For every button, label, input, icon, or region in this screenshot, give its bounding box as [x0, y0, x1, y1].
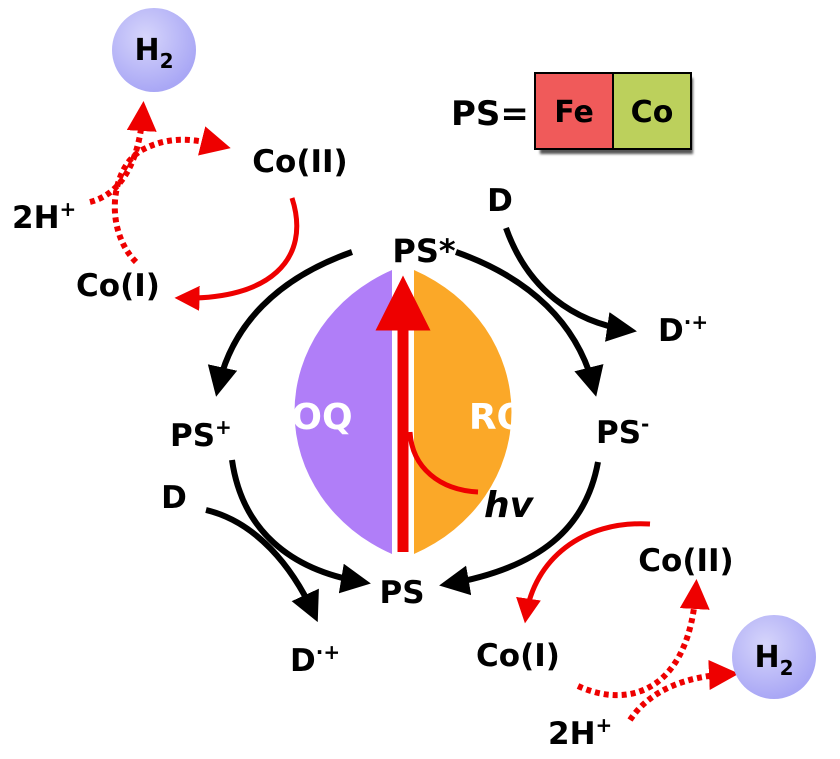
arc-excited-to-reduced [455, 249, 604, 397]
arc-reduced-to-ground [439, 461, 601, 596]
h2-bubble-bottom [732, 615, 816, 699]
legend-fe-label: Fe [554, 95, 594, 130]
bottom-h2-label: H2 [754, 640, 793, 680]
top-h2-label: H2 [134, 33, 173, 73]
top-co2-label: Co(II) [252, 144, 347, 180]
bottom-co2-label: Co(II) [638, 543, 733, 579]
top-protons-label: 2H+ [12, 197, 76, 236]
hv-label: hv [484, 485, 535, 526]
rq-label: RQ [469, 397, 527, 438]
top-dotted-loop [111, 126, 231, 265]
donor-top-arrow [503, 226, 637, 342]
arc-oxidized-to-ground [229, 459, 371, 594]
hv-light-curve [407, 431, 479, 495]
bottom-protons-label: 2H+ [548, 713, 612, 752]
top-dotted-h2-arrow [89, 101, 157, 205]
ps-oxidized-label: PS+ [170, 415, 232, 454]
bottom-dotted-h2-arrow [627, 659, 739, 722]
donor-bottom-oxidized-label: D·+ [290, 640, 340, 679]
ps-ground-label: PS [379, 575, 424, 611]
oq-label: OQ [291, 397, 352, 438]
bottom-co1-label: Co(I) [476, 638, 560, 674]
arc-excited-to-oxidized [207, 249, 353, 397]
bottom-cobalt-reduction-arrow [516, 521, 651, 624]
ps-excited-label: PS* [392, 232, 456, 270]
ps-reduced-label: PS- [596, 412, 649, 451]
legend-prefix: PS= [451, 94, 529, 134]
legend-co-label: Co [631, 95, 674, 130]
h2-bubble-top [112, 8, 196, 92]
donor-top-label: D [487, 183, 513, 219]
donor-bottom-arrow [205, 507, 319, 623]
co-box [612, 72, 692, 150]
oxidative-quenching-half [294, 270, 392, 554]
top-co1-label: Co(I) [76, 268, 160, 304]
bottom-dotted-loop [576, 579, 710, 699]
donor-top-oxidized-label: D·+ [658, 310, 708, 349]
fe-box [534, 72, 614, 150]
donor-bottom-label: D [161, 480, 187, 516]
top-cobalt-reduction-arrow [174, 197, 300, 311]
